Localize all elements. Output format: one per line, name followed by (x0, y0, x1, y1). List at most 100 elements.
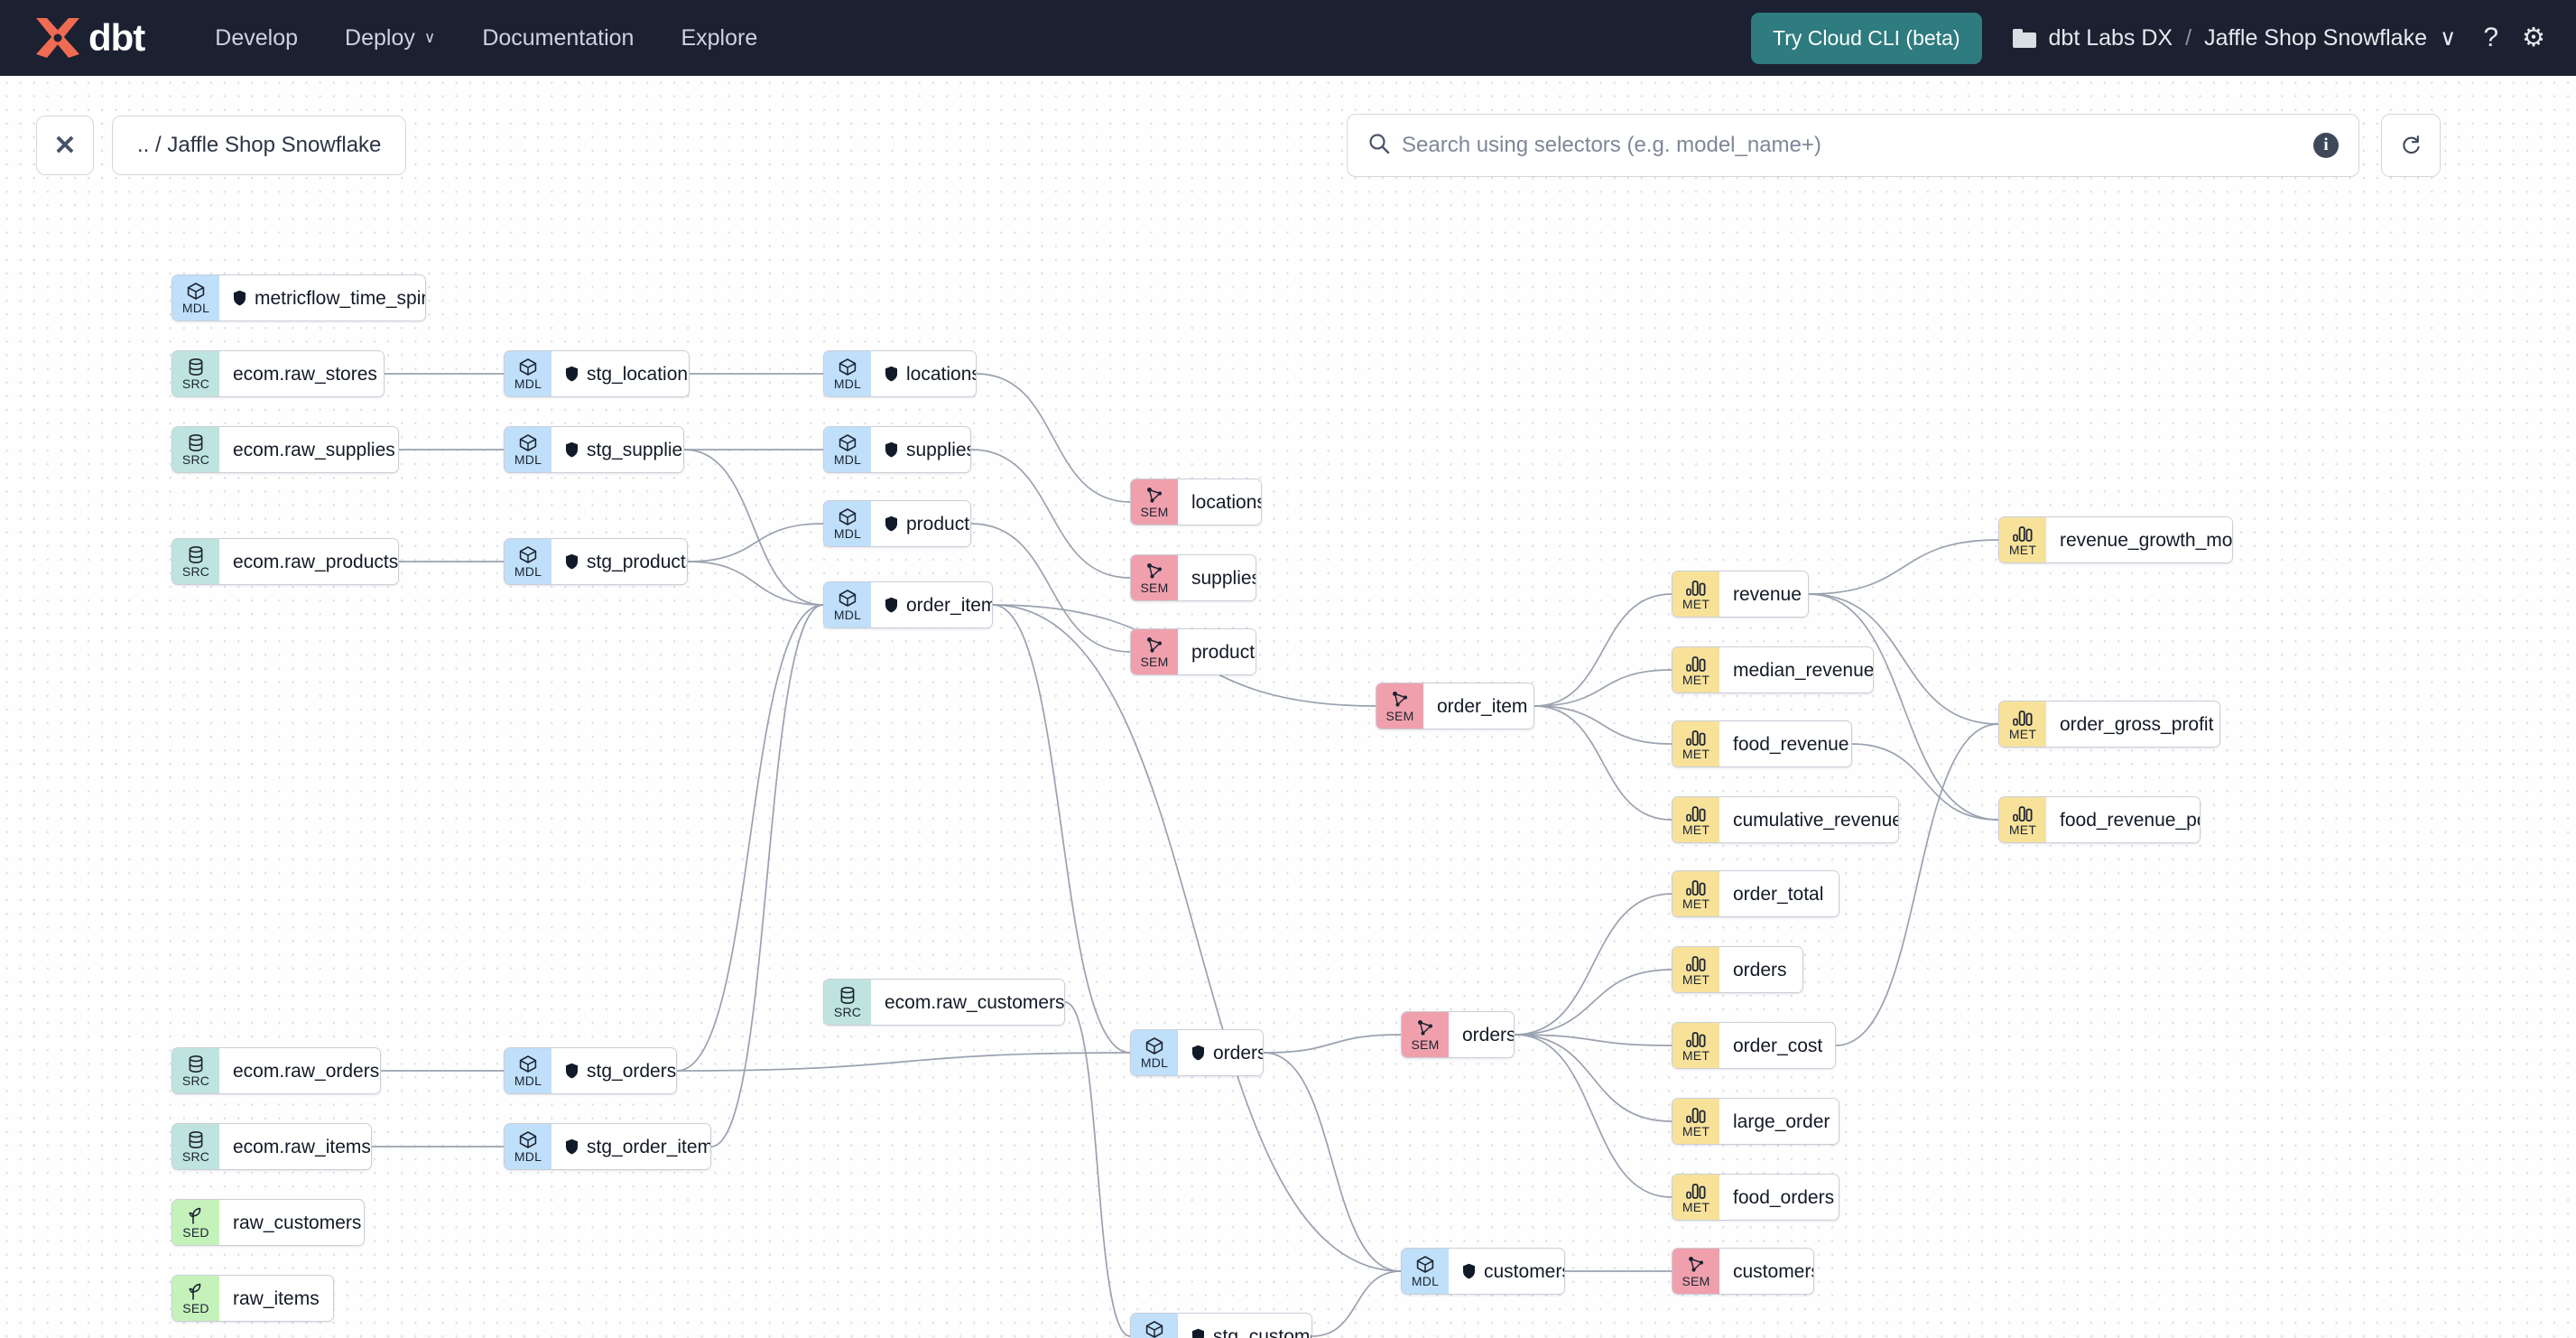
help-icon[interactable]: ? (2483, 23, 2498, 52)
info-icon[interactable]: i (2313, 133, 2339, 158)
search-bar[interactable]: i (1347, 114, 2359, 177)
node-body: ecom.raw_customers (871, 980, 1065, 1025)
node-kind-label: MET (1682, 897, 1710, 911)
node-body: stg_order_items (551, 1124, 710, 1169)
graph-node-products[interactable]: MDLproducts (823, 500, 971, 547)
node-body: stg_locations (551, 351, 689, 396)
lineage-edge (1514, 1034, 1673, 1198)
node-kind-label: SED (182, 1301, 209, 1315)
lineage-edge (710, 604, 824, 1148)
try-cloud-cli-button[interactable]: Try Cloud CLI (beta) (1751, 12, 1982, 64)
node-label: raw_customers (233, 1212, 362, 1233)
refresh-button[interactable] (2381, 114, 2441, 177)
breadcrumb-chip[interactable]: .. / Jaffle Shop Snowflake (112, 116, 407, 175)
node-body: orders (1449, 1012, 1514, 1057)
account-project-breadcrumb[interactable]: dbt Labs DX / Jaffle Shop Snowflake ∨ (2012, 24, 2456, 51)
lineage-edge (1311, 1270, 1402, 1337)
nav-link-explore[interactable]: Explore (657, 0, 781, 76)
lineage-edge (1534, 669, 1673, 707)
node-body: locations (871, 351, 976, 396)
node-kind-badge-mdl: MDL (1402, 1249, 1449, 1294)
node-kind-badge-mdl: MDL (824, 351, 871, 396)
node-kind-badge-src: SRC (172, 1124, 219, 1169)
graph-node-sem_products[interactable]: SEMproducts (1130, 628, 1256, 675)
met-icon (1685, 728, 1707, 747)
close-button[interactable]: ✕ (36, 116, 94, 175)
node-body: food_revenue (1719, 721, 1851, 767)
node-label: order_gross_profit (2060, 713, 2214, 735)
sed-icon (186, 1206, 206, 1225)
node-kind-label: MDL (514, 1073, 542, 1088)
node-label: order_items (906, 594, 992, 616)
node-label: revenue (1733, 583, 1802, 605)
gear-icon[interactable]: ⚙ (2522, 23, 2545, 52)
nav-link-deploy-label: Deploy (345, 24, 415, 51)
nav-link-develop[interactable]: Develop (191, 0, 321, 76)
node-kind-label: MET (1682, 1124, 1710, 1138)
node-body: ecom.raw_supplies (219, 427, 398, 472)
node-kind-label: MET (1682, 597, 1710, 611)
met-icon (2012, 804, 2034, 822)
node-label: ecom.raw_customers (885, 991, 1065, 1013)
nav-link-documentation[interactable]: Documentation (459, 0, 657, 76)
search-input[interactable] (1402, 133, 2313, 158)
lineage-edge (1534, 705, 1673, 745)
mdl-icon (518, 433, 538, 452)
node-label: ecom.raw_items (233, 1136, 371, 1157)
node-body: stg_customers (1178, 1314, 1311, 1338)
node-body: order_cost (1719, 1023, 1835, 1068)
graph-node-ecom_raw_customers[interactable]: SRC ecom.raw_customers (823, 979, 1065, 1026)
met-icon (2012, 708, 2034, 727)
node-kind-label: MDL (1140, 1055, 1169, 1070)
node-kind-badge-sem: SEM (1131, 479, 1178, 525)
mdl-icon (518, 1130, 538, 1149)
dbt-logo[interactable]: dbt (31, 14, 145, 61)
shield-icon (565, 366, 579, 382)
mdl-icon (838, 358, 857, 376)
nav-link-deploy[interactable]: Deploy ∨ (321, 0, 459, 76)
graph-node-met_revenue[interactable]: MET revenue (1672, 571, 1809, 618)
lineage-edge (992, 604, 1131, 1054)
node-kind-badge-src: SRC (824, 980, 871, 1025)
node-kind-label: MET (1682, 1200, 1710, 1214)
mdl-icon (1144, 1036, 1164, 1055)
graph-node-ecom_raw_items[interactable]: SRC ecom.raw_items (171, 1123, 372, 1170)
project-name: Jaffle Shop Snowflake (2204, 24, 2427, 51)
node-kind-badge-met: MET (1673, 871, 1719, 916)
